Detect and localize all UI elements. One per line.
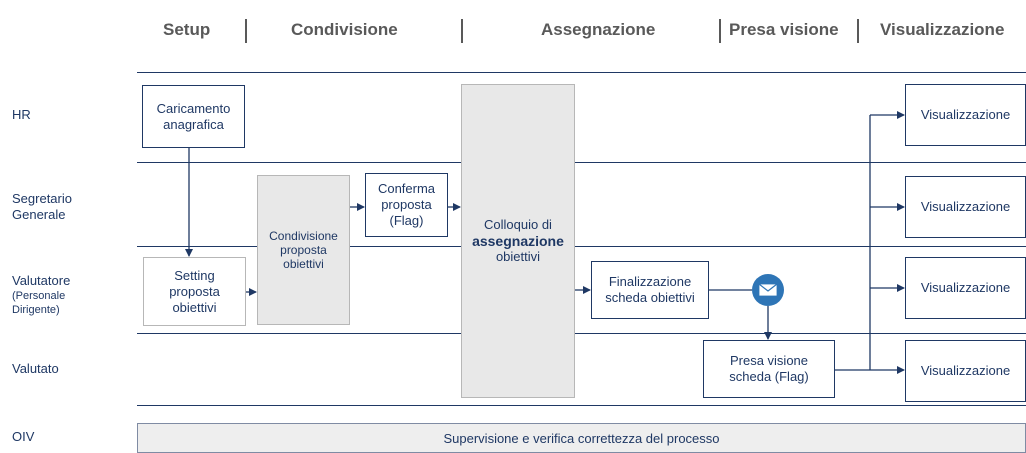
role-valutatore-label: Valutatore: [12, 273, 71, 288]
role-hr: HR: [12, 107, 31, 122]
box-condivisione-label: Condivisione proposta obiettivi: [269, 229, 338, 271]
phase-separator: [719, 19, 721, 43]
lane-divider: [137, 333, 1026, 334]
phase-separator: [245, 19, 247, 43]
phase-setup: Setup: [163, 20, 211, 39]
box-visualizzazione-valutato: Visualizzazione: [905, 340, 1026, 402]
box-visualizzazione-valutatore: Visualizzazione: [905, 257, 1026, 319]
phase-visualizzazione: Visualizzazione: [880, 20, 1005, 39]
box-conferma-proposta: Conferma proposta (Flag): [365, 173, 448, 237]
box-colloquio-assegnazione: Colloquio di assegnazione obiettivi: [461, 84, 575, 398]
box-presa-visione-scheda: Presa visione scheda (Flag): [703, 340, 835, 398]
box-presa-visione-label: Presa visione scheda (Flag): [729, 353, 809, 384]
box-condivisione-proposta: Condivisione proposta obiettivi: [257, 175, 350, 325]
phase-separator: [461, 19, 463, 43]
lane-divider: [137, 246, 1026, 247]
oiv-supervision-bar: Supervisione e verifica correttezza del …: [137, 423, 1026, 453]
lane-divider: [137, 72, 1026, 73]
role-valutatore: Valutatore (Personale Dirigente): [12, 273, 70, 317]
box-visualizzazione-segretario: Visualizzazione: [905, 176, 1026, 238]
phase-separator: [857, 19, 859, 43]
box-finalizzazione-label: Finalizzazione scheda obiettivi: [605, 274, 695, 305]
vis-segretario-label: Visualizzazione: [920, 199, 1011, 214]
colloquio-line-3: obiettivi: [495, 249, 541, 264]
phase-assegnazione: Assegnazione: [541, 20, 656, 39]
box-visualizzazione-hr: Visualizzazione: [905, 84, 1026, 146]
oiv-supervision-label: Supervisione e verifica correttezza del …: [443, 430, 720, 446]
phase-presa-visione: Presa visione: [729, 20, 839, 39]
role-valutatore-subtitle: (Personale Dirigente): [12, 290, 66, 316]
colloquio-line-1: Colloquio di: [484, 217, 552, 232]
box-caricamento-anagrafica: Caricamento anagrafica: [142, 85, 245, 148]
box-setting-proposta: Setting proposta obiettivi: [143, 257, 246, 326]
box-caricamento-label: Caricamento anagrafica: [156, 100, 231, 132]
phase-condivisione: Condivisione: [291, 20, 398, 39]
colloquio-line-2: assegnazione: [472, 233, 564, 249]
role-segretario-generale: Segretario Generale: [12, 191, 72, 222]
vis-valutato-label: Visualizzazione: [920, 363, 1011, 378]
lane-divider: [137, 405, 1026, 406]
envelope-icon: [752, 274, 784, 306]
role-valutato: Valutato: [12, 361, 59, 376]
vis-valutatore-label: Visualizzazione: [920, 280, 1011, 295]
role-oiv: OIV: [12, 429, 35, 444]
lane-divider: [137, 162, 1026, 163]
vis-hr-label: Visualizzazione: [920, 107, 1011, 122]
box-conferma-label: Conferma proposta (Flag): [377, 181, 436, 228]
box-finalizzazione-scheda: Finalizzazione scheda obiettivi: [591, 261, 709, 319]
box-colloquio-text: Colloquio di assegnazione obiettivi: [472, 217, 564, 265]
box-setting-label: Setting proposta obiettivi: [169, 267, 220, 315]
